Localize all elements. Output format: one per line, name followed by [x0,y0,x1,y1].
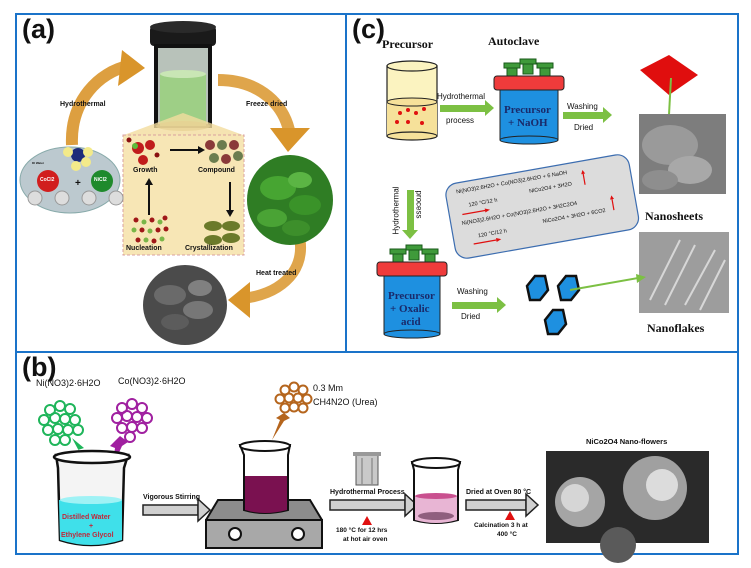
panel-a-label: (a) [22,14,55,44]
label-nicl2: NiCl2 [94,177,107,183]
hydrothermal-arrowhead [118,50,145,86]
label-autoclave-title: Autoclave [488,34,540,48]
label-cocl2: CoCl2 [40,177,55,183]
label-heat-treated: Heat treated [256,270,297,277]
label-crystallization: Crystallization [185,245,233,252]
hexagon-1 [525,274,550,302]
label-dried-1: Dried [574,123,594,132]
green-nanostructure [247,155,333,245]
label-freeze-dried: Freeze dried [246,101,288,108]
svg-text:+: + [75,178,81,189]
label-nanoflowers: NiCo2O4 Nano-flowers [586,437,668,446]
label-dried-2: Dried [461,312,481,321]
nicl2-sphere [91,170,113,192]
hotplate-knob-right [291,527,305,541]
hotplate-knob-left [228,527,242,541]
label-hydro-cond-2: at hot air oven [343,536,388,543]
beaker-text-1: Distilled Water [62,514,111,521]
label-vigorous-stirring: Vigorous Stirring [143,494,201,501]
beaker-text-3: Ethylene Glycol [61,532,114,539]
heat-treated-arrowhead [228,282,250,318]
nanosheet-diamond [640,55,698,95]
autoclave2-body [383,275,441,335]
hydrothermal-arrow [65,60,130,146]
freeze-dried-arrow [217,74,296,137]
autoclave2-text-1: Precursor [388,290,435,302]
autoclave1-text-2: + NaOH [508,117,548,129]
label-hydro-cond-1: 180 °C for 12 hrs [336,527,388,534]
heat-treated-arrow [244,239,307,304]
autoclave2-text-3: acid [401,316,421,328]
beaker-text-2: + [89,523,94,530]
autoclave2-text-2: + Oxalic [390,303,430,315]
label-washing-2: Washing [457,287,488,296]
label-urea-conc: 0.3 Mm [313,383,344,393]
label-washing-1: Washing [567,102,598,111]
nucleation-particles [131,215,169,244]
label-growth: Growth [133,167,158,174]
label-hydrothermal-c1: Hydrothermal [437,92,486,101]
label-ni-salt: Ni(NO3)2·6H2O [36,378,101,388]
freeze-dried-arrowhead [270,128,310,152]
autoclave-icon [355,454,379,486]
label-hydrothermal-process: Hydrothermal Process [330,489,405,496]
precursor-particles [395,107,426,125]
label-compound: Compound [198,167,235,174]
label-dried-oven: Dried at Oven 80 °C [466,489,532,496]
label-precursor-title: Precursor [382,37,434,51]
panel-b-label: (b) [22,352,57,382]
label-co-salt: Co(NO3)2·6H2O [118,376,186,386]
panel-c-label: (c) [352,14,385,44]
label-nucleation: Nucleation [126,245,162,252]
equation-box [445,154,640,259]
hexagon-2 [556,274,581,302]
panel-b-frame [15,351,739,555]
label-di-water: DI Water [32,161,45,165]
ni-cluster [38,400,84,446]
label-urea-formula: CH4N2O (Urea) [313,397,378,407]
hexagon-3 [543,308,568,336]
urea-cluster [274,381,313,414]
label-nanoflakes: Nanoflakes [647,321,705,335]
label-process-c1: process [446,116,475,125]
label-calcination-1: Calcination 3 h at [474,522,528,529]
label-nanosheets: Nanosheets [645,209,704,223]
autoclave1-text-1: Precursor [504,104,551,116]
sem-nanoflakes [639,232,729,313]
cocl2-sphere [37,170,59,192]
co-cluster [111,398,153,443]
grey-nanostructure [143,265,227,345]
label-calcination-2: 400 °C [497,531,517,538]
label-hydrothermal: Hydrothermal [60,101,106,108]
